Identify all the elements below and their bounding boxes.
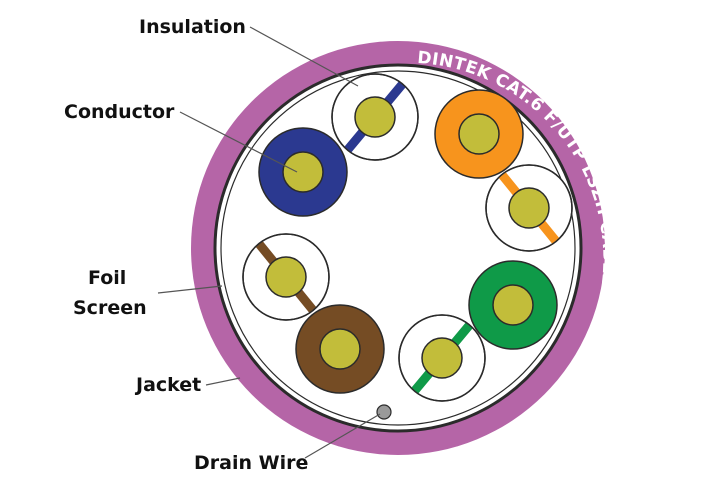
wire-white-orange xyxy=(485,164,573,252)
wire-orange xyxy=(434,89,524,179)
drain-wire-label: Drain Wire xyxy=(194,452,308,474)
conductor xyxy=(354,96,396,138)
insulation-label: Insulation xyxy=(139,16,246,38)
conductor xyxy=(508,187,550,229)
drain-wire-leader xyxy=(304,413,381,459)
conductor xyxy=(265,256,307,298)
conductor xyxy=(458,113,500,155)
drain-wire xyxy=(376,404,392,420)
conductor-label: Conductor xyxy=(64,101,175,123)
conductor xyxy=(282,151,324,193)
jacket-leader xyxy=(205,377,241,386)
foil-label: Foil xyxy=(88,267,126,289)
wire-white-brown xyxy=(242,233,330,321)
insulation-leader xyxy=(249,26,359,87)
jacket-label: Jacket xyxy=(134,374,201,396)
conductor xyxy=(319,328,361,370)
wire-white-green xyxy=(398,314,486,402)
conductor xyxy=(492,284,534,326)
foil-screen-leader xyxy=(157,285,223,294)
wire-brown xyxy=(295,304,385,394)
conductor-leader xyxy=(179,111,298,173)
wire-green xyxy=(468,260,558,350)
inner-foil-line xyxy=(220,70,576,426)
wire-blue xyxy=(258,127,348,217)
conductor xyxy=(421,337,463,379)
wire-white-blue xyxy=(331,73,419,161)
screen-label: Screen xyxy=(73,297,147,319)
